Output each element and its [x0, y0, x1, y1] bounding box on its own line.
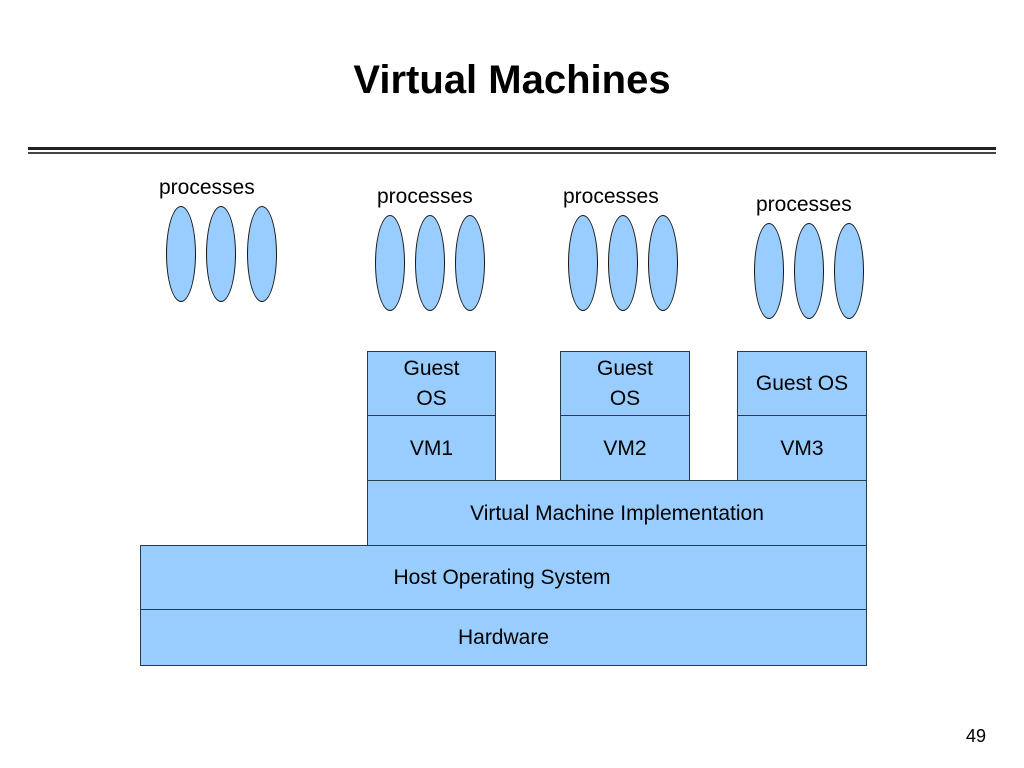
process-ellipse: [834, 223, 864, 319]
process-group-label: processes: [756, 193, 852, 216]
hardware-label: Hardware: [457, 625, 550, 649]
guest-os-label: Guest OS: [403, 357, 460, 410]
guest-os-box-2: Guest OS: [560, 351, 690, 417]
process-group-label: processes: [377, 185, 473, 208]
vm-box-2: VM2: [560, 415, 690, 482]
process-ellipse: [794, 223, 824, 319]
process-ellipse: [247, 206, 277, 302]
host-os-layer: Host Operating System: [140, 545, 867, 611]
vm-label: VM2: [603, 436, 647, 460]
vm-label: VM3: [780, 436, 824, 460]
title-divider-secondary: [28, 152, 996, 154]
process-ellipse: [648, 215, 678, 311]
vm-implementation-label: Virtual Machine Implementation: [470, 501, 764, 525]
vm-label: VM1: [409, 436, 454, 460]
process-group-label: processes: [563, 185, 659, 208]
process-ellipse: [568, 215, 598, 311]
process-ellipse: [415, 215, 445, 311]
process-ellipse: [375, 215, 405, 311]
process-ellipse: [166, 206, 196, 302]
page-number: 49: [965, 726, 986, 746]
guest-os-box-3: Guest OS: [737, 351, 867, 417]
process-ellipse: [206, 206, 236, 302]
host-os-label: Host Operating System: [393, 566, 611, 589]
process-group-label: processes: [159, 176, 255, 199]
vm-box-3: VM3: [737, 415, 867, 482]
guest-os-box-1: Guest OS: [367, 351, 496, 417]
title-divider: [28, 147, 996, 150]
vm-implementation-layer: Virtual Machine Implementation: [367, 480, 867, 547]
guest-os-label: Guest OS: [596, 357, 654, 410]
process-ellipse: [608, 215, 638, 311]
process-ellipse: [754, 223, 784, 319]
hardware-layer: Hardware: [140, 609, 867, 666]
guest-os-label: Guest OS: [755, 372, 849, 395]
vm-box-1: VM1: [367, 415, 496, 482]
process-ellipse: [455, 215, 485, 311]
slide-title: Virtual Machines: [353, 58, 671, 102]
